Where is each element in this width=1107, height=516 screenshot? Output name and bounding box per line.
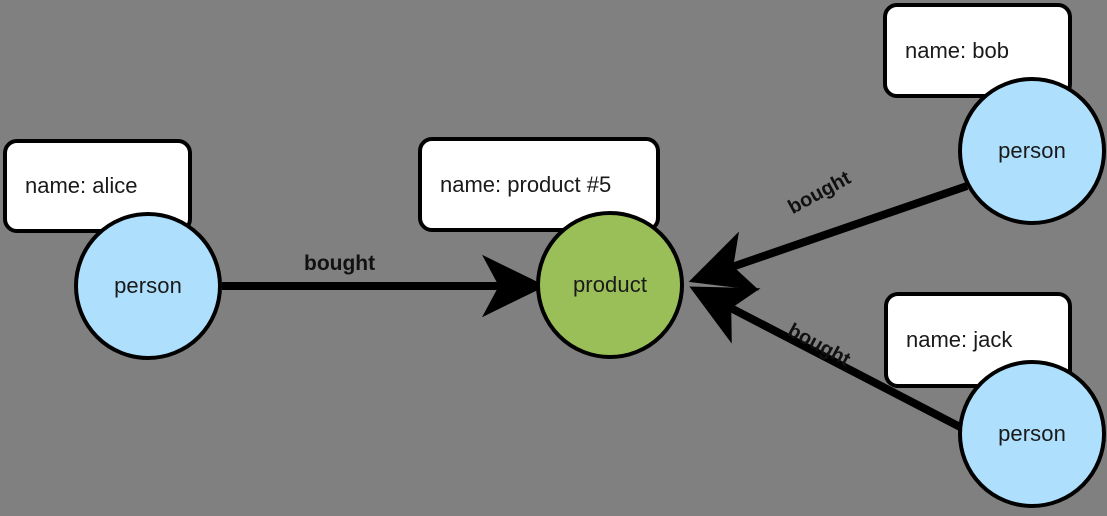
node-label-product: product [572, 272, 648, 297]
property-text-jack: name: jack [906, 327, 1013, 352]
edge-label-alice-product: bought [304, 252, 376, 275]
node-person-alice[interactable]: person [74, 212, 222, 360]
property-text-product: name: product #5 [440, 171, 612, 197]
property-text-bob: name: bob [905, 37, 1009, 63]
edge-jack-product [689, 286, 964, 432]
node-product-product5[interactable]: product [536, 211, 684, 359]
node-label-jack: person [998, 421, 1066, 446]
edge-bob-product [688, 182, 969, 291]
property-text-alice: name: alice [25, 173, 138, 198]
node-person-jack[interactable]: person [958, 360, 1106, 508]
node-label-alice: person [114, 273, 182, 298]
node-person-bob[interactable]: person [958, 77, 1106, 225]
node-label-bob: person [998, 138, 1066, 163]
